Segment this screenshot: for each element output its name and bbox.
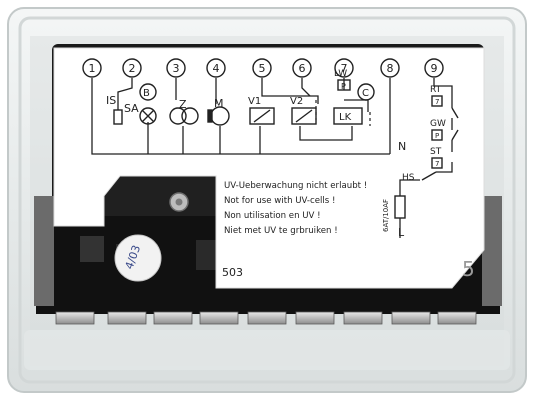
label-gw-box: P — [435, 132, 439, 140]
label-lw: LW — [334, 69, 347, 79]
notice-line-3: Non utilisation en UV ! — [224, 211, 321, 221]
terminal-3: 3 — [166, 58, 186, 78]
connector-pin — [247, 311, 287, 325]
connector-pin — [391, 311, 431, 325]
connector-pin — [153, 311, 193, 325]
label-sa: SA — [124, 102, 139, 115]
terminal-circle — [166, 58, 186, 78]
terminal-number: 2 — [129, 62, 136, 75]
terminal-circle — [252, 58, 272, 78]
terminal-8: 8 — [380, 58, 400, 78]
dashed-connection — [315, 100, 371, 126]
terminal-number: 1 — [89, 62, 96, 75]
connector-pin — [107, 311, 147, 325]
label-n: N — [398, 140, 406, 153]
terminal-9: 9 — [424, 58, 444, 78]
terminal-7: 7 — [334, 58, 354, 78]
terminal-number: 7 — [341, 62, 348, 75]
terminal-circle — [334, 58, 354, 78]
terminal-circle — [122, 58, 142, 78]
terminal-circle — [82, 58, 102, 78]
label-rt: RT — [430, 85, 442, 95]
side-digit: 5 — [462, 257, 475, 281]
terminal-numbers: 1 2 3 4 5 6 7 8 9 — [82, 58, 444, 78]
round-sticker: 4/03 — [114, 234, 162, 282]
label-m: M — [214, 97, 224, 110]
label-is: IS — [106, 94, 116, 107]
terminal-2: 2 — [122, 58, 142, 78]
model-number: 503 — [222, 266, 243, 279]
label-v2: V2 — [290, 96, 303, 107]
mounting-screw — [169, 192, 189, 212]
notice-line-1: UV-Ueberwachung nicht erlaubt ! — [224, 181, 367, 191]
terminal-circle — [424, 58, 444, 78]
connector-pin — [437, 311, 477, 325]
connector-pin — [199, 311, 239, 325]
terminal-number: 9 — [431, 62, 438, 75]
notice-text: UV-Ueberwachung nicht erlaubt ! Not for … — [224, 181, 367, 236]
connector-pins — [55, 311, 477, 325]
terminal-number: 5 — [259, 62, 266, 75]
label-st-box: 7 — [435, 160, 439, 168]
wiring-label — [53, 47, 485, 289]
terminal-5: 5 — [252, 58, 272, 78]
component-labels: IS SA B Z M V1 V2 LW P LK C N RT 7 GW P … — [106, 69, 446, 239]
label-rt-box: 7 — [435, 98, 439, 106]
label-z: Z — [179, 98, 187, 111]
terminal-1: 1 — [82, 58, 102, 78]
wiring-lines — [91, 78, 453, 238]
label-c: C — [362, 88, 369, 99]
terminal-6: 6 — [292, 58, 312, 78]
terminal-circle — [380, 58, 400, 78]
notice-line-4: Niet met UV te grbruiken ! — [224, 226, 338, 236]
label-lk: LK — [339, 112, 352, 123]
terminal-number: 4 — [213, 62, 220, 75]
terminal-number: 8 — [387, 62, 394, 75]
terminal-circle — [292, 58, 312, 78]
connector-pin — [295, 311, 335, 325]
terminal-number: 6 — [299, 62, 306, 75]
label-st: ST — [430, 147, 442, 157]
housing-bottom-lip — [24, 330, 510, 370]
label-hs: HS — [402, 173, 415, 183]
label-l: L — [398, 226, 405, 239]
terminal-4: 4 — [206, 58, 226, 78]
component-symbols — [113, 79, 459, 219]
label-lw-box: P — [341, 82, 346, 91]
label-b: B — [143, 88, 150, 99]
connector-pin — [55, 311, 95, 325]
label-fuse: 6AT/10AF — [382, 199, 390, 232]
notice-line-2: Not for use with UV-cells ! — [224, 196, 335, 206]
label-v1: V1 — [248, 96, 261, 107]
terminal-number: 3 — [173, 62, 180, 75]
connector-pin — [343, 311, 383, 325]
terminal-circle — [206, 58, 226, 78]
label-gw: GW — [430, 119, 446, 129]
